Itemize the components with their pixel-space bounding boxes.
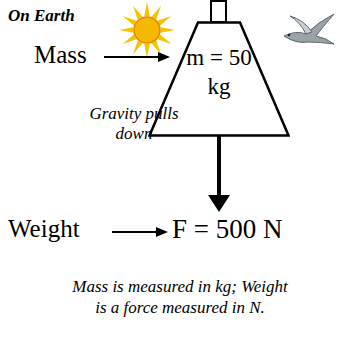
bird-body [284,14,334,44]
bird-eye [288,34,291,37]
sun-ray [151,6,161,20]
sun-ray [161,27,175,33]
arrow-line [104,56,160,58]
sun-ray [157,16,171,26]
caption: Mass is measured in kg; Weight is a forc… [30,276,330,319]
mass-label: Mass [34,41,104,70]
arrow-line [217,136,221,197]
arrow-head [158,52,170,62]
sun-disc [134,17,160,43]
weight-handle [211,1,226,22]
mass-arrow [104,52,170,62]
arrow-head [156,227,168,237]
sun-ray [123,34,137,44]
gravity-note: Gravity pulls down [86,104,182,143]
bird-wing [290,16,312,34]
mass-value: m = 50 kg [177,43,261,101]
sun-ray [144,44,150,58]
sun-ray [157,34,171,44]
weight-arrow [112,227,168,237]
sun-ray [133,6,143,20]
bird-icon [284,14,334,44]
place-label: On Earth [8,6,128,26]
arrow-line [112,231,158,233]
weight-label: Weight [8,215,112,244]
arrow-head [208,195,230,212]
sun-ray [119,27,133,33]
sun-ray [151,40,161,54]
gravity-arrow [208,136,230,212]
force-value: F = 500 N [172,214,352,245]
sun-ray [133,40,143,54]
sun-ray [123,16,137,26]
sun-icon [119,2,175,58]
sun-ray [144,2,150,16]
